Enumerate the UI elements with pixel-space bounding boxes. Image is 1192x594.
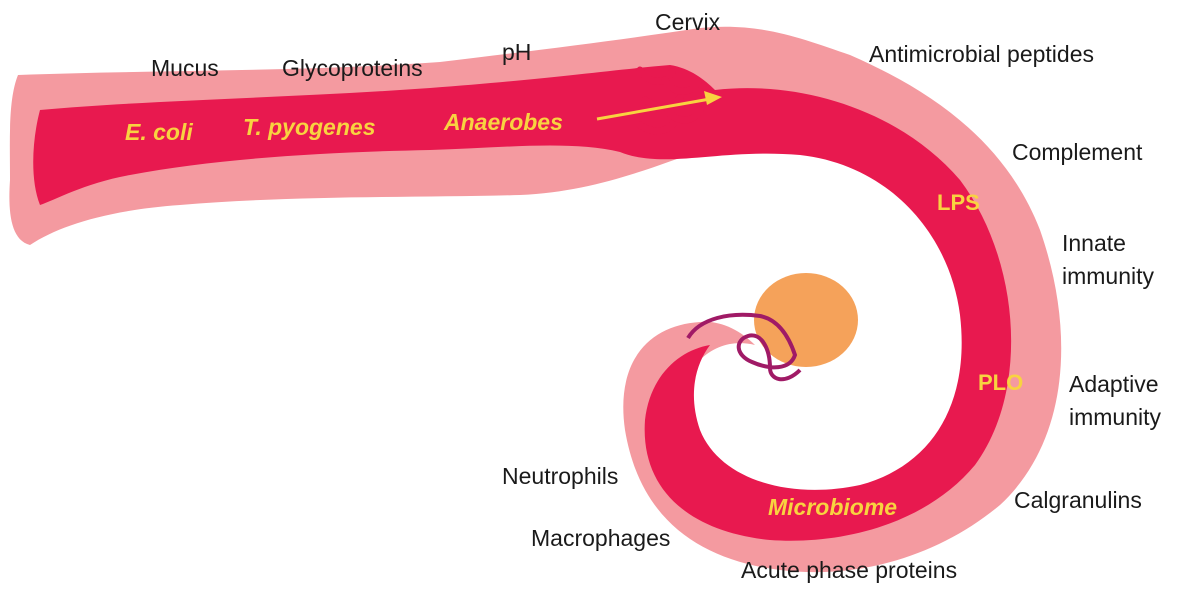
label-complement: Complement xyxy=(1012,139,1143,165)
label-acute-phase-proteins: Acute phase proteins xyxy=(741,557,957,583)
label-antimicrobial-peptides: Antimicrobial peptides xyxy=(869,41,1094,67)
label-glycoproteins: Glycoproteins xyxy=(282,55,423,81)
label-adaptive-line2: immunity xyxy=(1069,404,1162,430)
label-microbiome: Microbiome xyxy=(768,494,897,520)
label-lps: LPS xyxy=(937,190,980,215)
label-ph: pH xyxy=(502,39,531,65)
label-innate-line2: immunity xyxy=(1062,263,1155,289)
label-plo: PLO xyxy=(978,370,1023,395)
label-cervix: Cervix xyxy=(655,9,721,35)
label-adaptive-line1: Adaptive xyxy=(1069,371,1159,397)
label-calgranulins: Calgranulins xyxy=(1014,487,1142,513)
label-innate-line1: Innate xyxy=(1062,230,1126,256)
label-e-coli: E. coli xyxy=(125,119,193,145)
label-macrophages: Macrophages xyxy=(531,525,670,551)
label-anaerobes: Anaerobes xyxy=(443,109,563,135)
label-neutrophils: Neutrophils xyxy=(502,463,618,489)
label-t-pyogenes: T. pyogenes xyxy=(243,114,376,140)
label-mucus: Mucus xyxy=(151,55,219,81)
